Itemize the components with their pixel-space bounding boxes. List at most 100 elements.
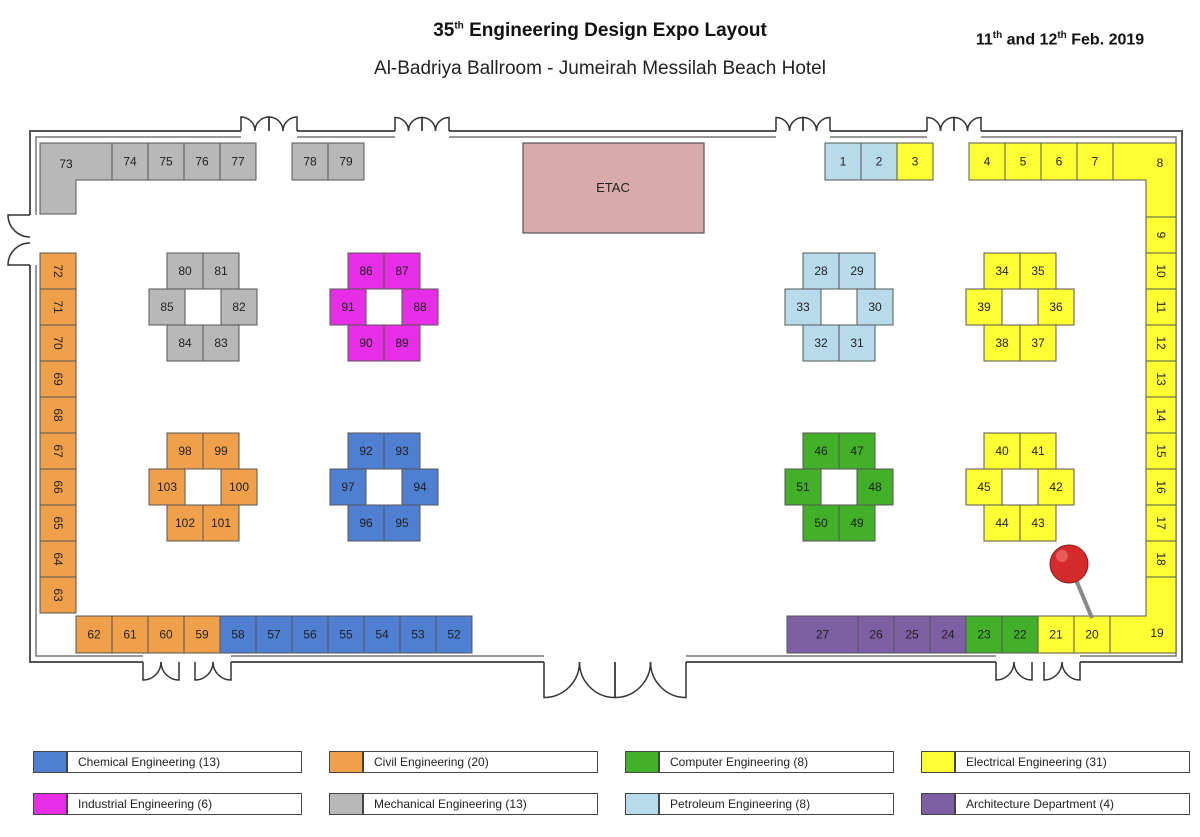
booth-72: 72: [39, 252, 77, 290]
svg-text:63: 63: [51, 588, 65, 602]
booth-100: 100: [220, 468, 258, 506]
svg-text:76: 76: [195, 155, 209, 169]
svg-text:93: 93: [395, 444, 409, 458]
svg-text:98: 98: [178, 444, 192, 458]
booth-35: 35: [1019, 252, 1057, 290]
svg-text:70: 70: [51, 336, 65, 350]
svg-text:26: 26: [869, 628, 883, 642]
booth-80: 80: [166, 252, 204, 290]
svg-text:67: 67: [51, 444, 65, 458]
svg-text:5: 5: [1020, 155, 1027, 169]
booth-29: 29: [838, 252, 876, 290]
svg-text:51: 51: [796, 480, 810, 494]
booth-101: 101: [202, 504, 240, 542]
svg-text:19: 19: [1150, 626, 1164, 640]
booth-4: 4: [968, 142, 1006, 181]
svg-text:96: 96: [359, 516, 373, 530]
booth-17: 17: [1145, 504, 1177, 542]
svg-text:88: 88: [413, 300, 427, 314]
booth-92: 92: [347, 432, 385, 470]
booth-22: 22: [1001, 615, 1039, 654]
svg-text:55: 55: [339, 628, 353, 642]
svg-text:36: 36: [1049, 300, 1063, 314]
svg-text:38: 38: [995, 336, 1009, 350]
svg-text:85: 85: [160, 300, 174, 314]
booth-31: 31: [838, 324, 876, 362]
svg-text:73: 73: [59, 157, 73, 171]
svg-text:75: 75: [159, 155, 173, 169]
booth-57: 57: [255, 615, 293, 654]
svg-text:90: 90: [359, 336, 373, 350]
svg-text:47: 47: [850, 444, 864, 458]
legend-label: Industrial Engineering (6): [67, 793, 302, 815]
svg-text:99: 99: [214, 444, 228, 458]
svg-text:22: 22: [1013, 628, 1027, 642]
svg-text:95: 95: [395, 516, 409, 530]
booth-59: 59: [183, 615, 221, 654]
svg-text:87: 87: [395, 264, 409, 278]
svg-text:7: 7: [1092, 155, 1099, 169]
booth-81: 81: [202, 252, 240, 290]
svg-text:21: 21: [1049, 628, 1063, 642]
booth-11: 11: [1145, 288, 1177, 326]
booth-84: 84: [166, 324, 204, 362]
booth-10: 10: [1145, 252, 1177, 290]
svg-text:37: 37: [1031, 336, 1045, 350]
booth-83: 83: [202, 324, 240, 362]
booth-54: 54: [363, 615, 401, 654]
svg-text:17: 17: [1154, 516, 1168, 530]
svg-text:14: 14: [1154, 408, 1168, 422]
svg-text:84: 84: [178, 336, 192, 350]
etac-area: [522, 142, 705, 234]
booth-87: 87: [383, 252, 421, 290]
booth-12: 12: [1145, 324, 1177, 362]
svg-text:49: 49: [850, 516, 864, 530]
svg-text:92: 92: [359, 444, 373, 458]
booth-61: 61: [111, 615, 149, 654]
svg-text:33: 33: [796, 300, 810, 314]
booth-102: 102: [166, 504, 204, 542]
svg-text:18: 18: [1154, 552, 1168, 566]
svg-text:40: 40: [995, 444, 1009, 458]
booth-85: 85: [148, 288, 186, 326]
booth-14: 14: [1145, 396, 1177, 434]
svg-text:25: 25: [905, 628, 919, 642]
svg-text:97: 97: [341, 480, 355, 494]
svg-text:69: 69: [51, 372, 65, 386]
svg-text:1: 1: [840, 155, 847, 169]
svg-text:30: 30: [868, 300, 882, 314]
booth-48: 48: [856, 468, 894, 506]
booth-50: 50: [802, 504, 840, 542]
booth-62: 62: [75, 615, 113, 654]
svg-text:50: 50: [814, 516, 828, 530]
page-title: 35th Engineering Design Expo Layout: [433, 20, 767, 41]
booth-32: 32: [802, 324, 840, 362]
booth-34: 34: [983, 252, 1021, 290]
legend-label: Petroleum Engineering (8): [659, 793, 894, 815]
svg-text:66: 66: [51, 480, 65, 494]
booth-67: 67: [39, 432, 77, 470]
svg-text:72: 72: [51, 264, 65, 278]
svg-text:27: 27: [816, 628, 830, 642]
svg-text:4: 4: [984, 155, 991, 169]
booth-49: 49: [838, 504, 876, 542]
svg-text:74: 74: [123, 155, 137, 169]
svg-text:11: 11: [1154, 301, 1168, 314]
booth-75: 75: [147, 142, 185, 181]
booth-98: 98: [166, 432, 204, 470]
svg-text:91: 91: [341, 300, 355, 314]
svg-text:44: 44: [995, 516, 1009, 530]
svg-text:103: 103: [157, 480, 177, 494]
booth-33: 33: [784, 288, 822, 326]
legend-swatch: [625, 751, 659, 773]
booth-88: 88: [401, 288, 439, 326]
booth-89: 89: [383, 324, 421, 362]
svg-text:56: 56: [303, 628, 317, 642]
svg-text:89: 89: [395, 336, 409, 350]
booth-55: 55: [327, 615, 365, 654]
svg-text:24: 24: [941, 628, 955, 642]
svg-text:42: 42: [1049, 480, 1063, 494]
svg-text:81: 81: [214, 264, 228, 278]
booth-79: 79: [327, 142, 365, 181]
booth-21: 21: [1037, 615, 1075, 654]
